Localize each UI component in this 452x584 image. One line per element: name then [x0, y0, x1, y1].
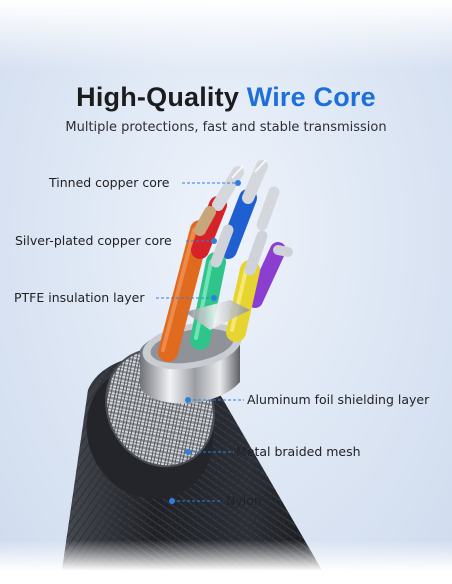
- leader-dots: [169, 180, 241, 504]
- page-subtitle: Multiple protections, fast and stable tr…: [65, 120, 387, 135]
- label-ptfe-insulation-layer: PTFE insulation layer: [14, 290, 145, 305]
- leader-lines: [156, 182, 244, 502]
- page-title: High-Quality Wire Core: [0, 82, 452, 113]
- label-metal-braided-mesh: Metal braided mesh: [236, 444, 361, 459]
- top-fade: [0, 0, 452, 70]
- title-accent: Wire Core: [246, 82, 376, 112]
- title-main: High-Quality: [76, 82, 240, 112]
- label-aluminum-foil-shielding-layer: Aluminum foil shielding layer: [247, 392, 430, 407]
- label-silver-plated-copper-core: Silver-plated copper core: [15, 233, 172, 248]
- label-nylon: Nylon: [226, 493, 262, 508]
- conductor-cores: [194, 159, 293, 276]
- bottom-fade: [0, 540, 452, 584]
- label-tinned-copper-core: Tinned copper core: [49, 175, 170, 190]
